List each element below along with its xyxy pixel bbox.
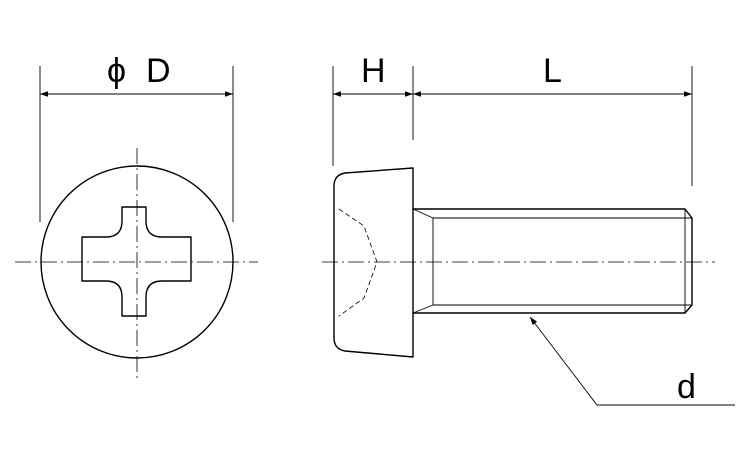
head-height-label: H <box>361 52 386 90</box>
diameter-label: D <box>146 52 171 90</box>
thread-diameter-callout: d <box>529 316 735 406</box>
screw-shank <box>412 208 693 314</box>
thread-diameter-label: d <box>677 368 696 406</box>
screw-side-view <box>322 167 715 358</box>
head-front-view <box>15 148 258 382</box>
thread-runout <box>412 208 434 314</box>
diameter-symbol: ϕ <box>107 52 126 90</box>
screw-head-side <box>333 167 414 358</box>
dimension-head-diameter: ϕ D <box>39 52 234 222</box>
length-label: L <box>543 52 562 90</box>
phillips-cross-recess <box>81 206 192 317</box>
leader-line-d <box>529 316 735 406</box>
dimension-head-height-length: H L <box>332 52 693 186</box>
recess-hidden-lines <box>338 208 378 317</box>
